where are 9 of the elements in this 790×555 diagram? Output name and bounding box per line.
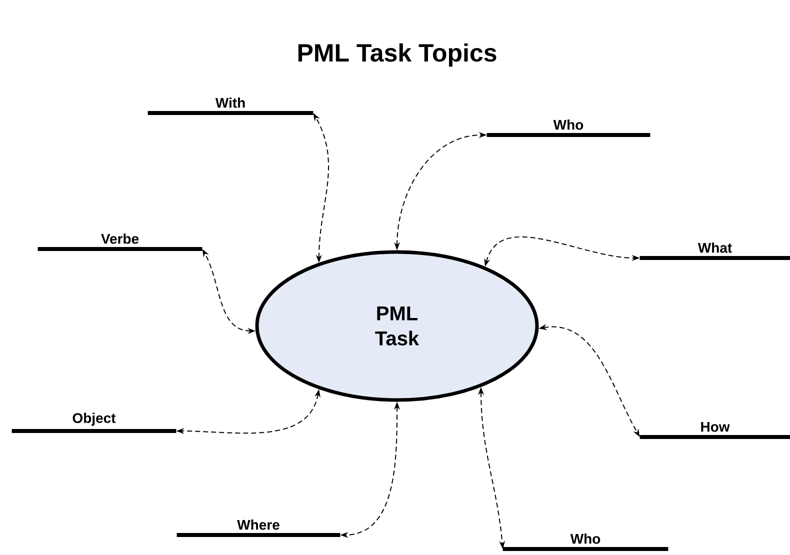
underline-label: Who (486, 120, 650, 137)
underline-label: With (148, 98, 314, 115)
underline-label: Where (176, 520, 340, 537)
underline-label: Verbe (38, 234, 202, 251)
underline-label: How (640, 422, 790, 439)
underline-label: Who (502, 534, 668, 551)
underline-label: Object (12, 412, 176, 433)
underline-label: What (640, 242, 790, 260)
title: PML Task Topics (298, 43, 496, 67)
